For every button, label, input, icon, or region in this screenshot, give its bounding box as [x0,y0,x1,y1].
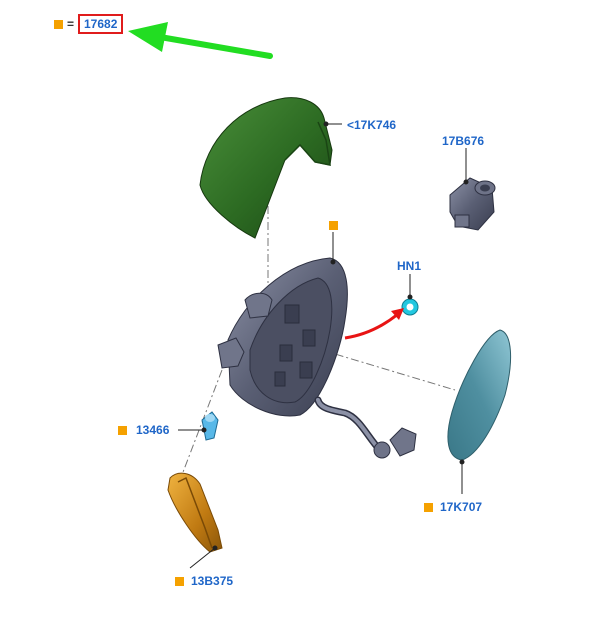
part-label-cover[interactable]: <17K746 [347,118,397,132]
part-label-glass[interactable]: 17K707 [440,500,483,514]
leader-lines [179,190,456,481]
green-pointer-arrow [128,22,273,59]
nut-part[interactable] [401,298,419,316]
part-label-bulb[interactable]: 13466 [136,423,170,437]
reference-marker-icon [54,20,63,29]
equals-sign: = [67,17,75,31]
red-callout-arrow [344,308,404,340]
bulb-part[interactable] [201,411,219,441]
glass-marker-icon [424,503,433,512]
part-label-motor[interactable]: 17B676 [442,134,485,148]
mirror-housing-part[interactable] [217,257,417,459]
bulb-marker-icon [118,426,127,435]
indicator-marker-icon [175,577,184,586]
indicator-lamp-part[interactable] [167,472,223,553]
mirror-glass-part[interactable] [447,329,512,461]
mirror-motor-part[interactable] [449,177,496,231]
part-label-indicator[interactable]: 13B375 [191,574,234,588]
callout-stubs [178,121,469,569]
housing-marker-icon [329,221,338,230]
part-label-nut[interactable]: HN1 [397,259,422,273]
reference-part-number[interactable]: 17682 [78,14,124,34]
mirror-cover-part[interactable] [199,97,333,239]
